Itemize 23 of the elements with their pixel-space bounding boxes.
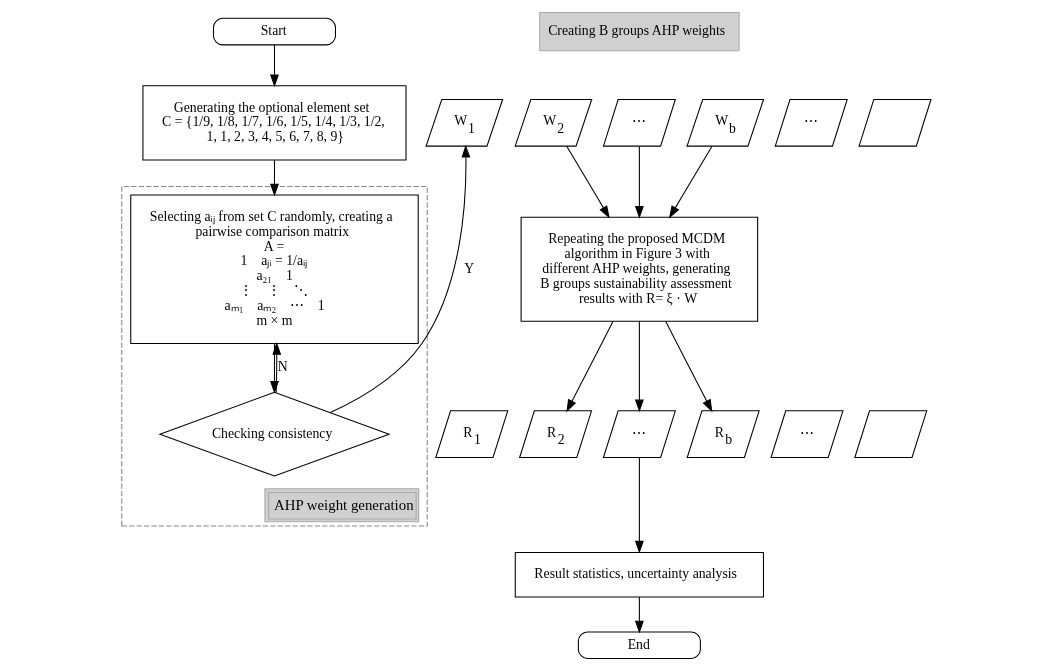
arrow bbox=[565, 320, 614, 413]
arrow bbox=[634, 320, 644, 413]
arrow bbox=[565, 145, 610, 219]
arrow bbox=[668, 145, 712, 219]
node-box: Result statistics, uncertainty analysis bbox=[514, 551, 764, 598]
node-box: End bbox=[577, 631, 701, 660]
arrow bbox=[634, 145, 644, 219]
arrow bbox=[269, 44, 279, 88]
arrow bbox=[329, 144, 470, 414]
node-box: Selecting aᵢⱼ from set C randomly, creating a pairwise comparison matrix A = 1 aⱼᵢ = 1/aᵢⱼ a₂₁ 1 ⋮ ⋮ ⋱ aₘ₁ aₘ₂ ⋯ 1 m × m bbox=[129, 194, 419, 344]
node-box: Repeating the proposed MCDM algorithm in Figure 3 with different AHP weights, generating B groups sustainability assessment results with R= ξ · W bbox=[520, 216, 758, 322]
node-diamond: Checking consistency bbox=[157, 391, 391, 477]
arrow bbox=[634, 457, 644, 554]
node-parallelogram bbox=[853, 410, 927, 458]
node-box: Start bbox=[212, 17, 336, 46]
edge-label: N bbox=[277, 359, 288, 375]
arrow bbox=[634, 596, 644, 634]
edge-label: Y bbox=[463, 260, 474, 276]
node-parallelogram bbox=[857, 98, 932, 147]
node-box: Creating B groups AHP weights bbox=[538, 11, 740, 52]
arrow bbox=[269, 159, 279, 197]
arrow bbox=[664, 320, 712, 413]
node-box: Generating the optional element set C = {1/9, 1/8, 1/7, 1/6, 1/5, 1/4, 1/3, 1/2, 1, 1, 2, 3, 4, 5, 6, 7, 8, 9} bbox=[141, 85, 407, 161]
